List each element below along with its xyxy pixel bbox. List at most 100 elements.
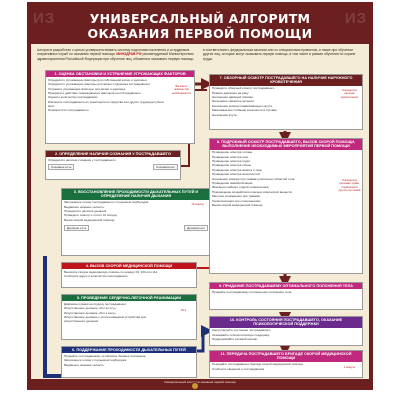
- step-7-line: Наложение давящей повязки.: [212, 95, 254, 100]
- step-8-line: Проведение осмотра конечностей.: [212, 172, 261, 177]
- step-11-note: 1 минута: [343, 366, 356, 369]
- step-5-title: 5. ПРОВЕДЕНИЕ СЕРДЕЧНО-ЛЕГОЧНОЙ РЕАНИМАЦ…: [62, 295, 196, 302]
- header-watermark-right: ИЗ: [344, 10, 367, 27]
- step-8-line: Термоизоляция при отморожениях.: [212, 198, 262, 203]
- step-7-line: Прямое давление на рану.: [212, 90, 250, 95]
- intro-left-tail: рекомендуемый Министерством здравоохране…: [37, 52, 195, 61]
- step-6-line: Выдвиньте нижнюю челюсть.: [64, 362, 105, 367]
- emblem-icon: [191, 382, 199, 390]
- step-8-line: Прекращение воздействия опасных химическ…: [212, 189, 293, 194]
- step-11-line: Сообщите сведения о пострадавшем.: [212, 366, 266, 371]
- step-3-body: Запрокиньте голову пострадавшего с подъе…: [62, 200, 184, 225]
- step-7-line: Максимальное сгибание конечности в суста…: [212, 108, 278, 113]
- step-5: 5. ПРОВЕДЕНИЕ СЕРДЕЧНО-ЛЕГОЧНОЙ РЕАНИМАЦ…: [61, 294, 197, 340]
- step-2: 2. ОПРЕДЕЛЕНИЕ НАЛИЧИЯ СОЗНАНИЯ У ПОСТРА…: [45, 150, 181, 180]
- step-3-options: Дыхание есть Дыхания нет: [62, 224, 210, 231]
- step-1-note: Вызовите помощь при необходимости: [171, 85, 192, 95]
- intro-highlight: МИНЗДРАВ РФ: [116, 52, 142, 57]
- step-7-note: Определите наличие кровотечения: [341, 89, 358, 99]
- step-1-title: 1. ОЦЕНКА ОБСТАНОВКИ И УСТРАНЕНИЕ УГРОЖА…: [46, 71, 194, 78]
- step-6-title: 6. ПОДДЕРЖАНИЕ ПРОХОДИМОСТИ ДЫХАТЕЛЬНЫХ …: [62, 347, 196, 354]
- step-4-line: Вызовите скорую медицинскую помощь по но…: [64, 269, 159, 274]
- step-1-body: Определите угрожающие факторы для собств…: [46, 77, 168, 115]
- step-6-body: Придайте пострадавшему устойчивое боково…: [62, 353, 196, 369]
- step-4-body: Вызовите скорую медицинскую помощь по но…: [62, 269, 196, 281]
- step-2-title: 2. ОПРЕДЕЛЕНИЕ НАЛИЧИЯ СОЗНАНИЯ У ПОСТРА…: [46, 151, 180, 158]
- step-5-line: Искусственное дыхание «Рот к носу».: [64, 310, 117, 315]
- step-5-line: Давление руками на грудину пострадавшего…: [64, 301, 128, 306]
- step-8-title: 8. ПОДРОБНЫЙ ОСМОТР ПОСТРАДАВШЕГО, ВЫЗОВ…: [210, 139, 362, 150]
- step-8-line: Местное охлаждение при травмах.: [212, 194, 261, 199]
- step-11-line: Передайте пострадавшего бригаде скорой м…: [212, 362, 304, 367]
- step-4-line: Сообщите адрес и количество пострадавших…: [64, 274, 129, 279]
- step-3-note: 10 секунд: [191, 203, 204, 206]
- step-11: 11. ПЕРЕДАЧА ПОСТРАДАВШЕГО БРИГАДЕ СКОРО…: [209, 350, 363, 378]
- step-8-note: Определите признаки травм, отравлений и …: [338, 179, 361, 192]
- step-6-line: Придайте пострадавшему устойчивое боково…: [64, 353, 147, 358]
- step-8-line: Вызов скорой медицинской помощи.: [212, 203, 264, 207]
- step-3-title: 3. ВОССТАНОВЛЕНИЕ ПРОХОДИМОСТИ ДЫХАТЕЛЬН…: [62, 189, 210, 200]
- poster-header: ИЗ ИЗ УНИВЕРСАЛЬНЫЙ АЛГОРИТМ ОКАЗАНИЯ ПЕ…: [31, 6, 369, 44]
- step-2-body: Определите наличие сознания у пострадавш…: [48, 157, 116, 162]
- step-1-line: Прекратите действие повреждающих факторо…: [48, 91, 142, 96]
- step-1-line: Устраните угрожающие факторы для жизни и…: [48, 86, 127, 91]
- step-1-line: Переместите пострадавшего.: [48, 108, 90, 113]
- step-7-body: Проведите обзорный осмотр пострадавшего.…: [210, 86, 336, 120]
- header-watermark-left: ИЗ: [33, 10, 56, 27]
- poster-title-line2: ОКАЗАНИЯ ПЕРВОЙ ПОМОЩИ: [87, 26, 313, 41]
- step-6-line: Запрокиньте голову с подъемом подбородка…: [64, 358, 127, 363]
- step-3-line: Выдвиньте нижнюю челюсть.: [64, 204, 105, 209]
- step-10: 10. КОНТРОЛЬ СОСТОЯНИЯ ПОСТРАДАВШЕГО, ОК…: [209, 316, 363, 346]
- step-5-note: 30:2: [180, 309, 187, 312]
- step-5-line: Искусственное дыхание «Рот ко рту».: [64, 306, 117, 311]
- step-2-yes: Сознание есть: [48, 164, 75, 171]
- step-7-line: Наложение кровоостанавливающего жгута.: [212, 103, 273, 108]
- step-10-body: Контролируйте состояние пострадавшего. О…: [210, 328, 362, 344]
- step-8-line: Проведение иммобилизации.: [212, 181, 254, 186]
- step-11-title: 11. ПЕРЕДАЧА ПОСТРАДАВШЕГО БРИГАДЕ СКОРО…: [210, 351, 362, 362]
- step-10-line: Оказывайте психологическую поддержку.: [212, 332, 270, 337]
- step-4: 4. ВЫЗОВ СКОРОЙ МЕДИЦИНСКОЙ ПОМОЩИ Вызов…: [61, 262, 197, 288]
- step-8-line: Фиксация шейного отдела позвоночника.: [212, 185, 270, 190]
- step-3-line: Вызов скорой медицинской помощи.: [64, 217, 116, 222]
- step-5-body: Давление руками на грудину пострадавшего…: [62, 301, 170, 325]
- step-8-line: Проведение осмотра шеи.: [212, 154, 249, 159]
- step-3-line: Определите наличие дыхания.: [64, 209, 108, 214]
- step-4-title: 4. ВЫЗОВ СКОРОЙ МЕДИЦИНСКОЙ ПОМОЩИ: [62, 263, 196, 270]
- step-9-body: Придайте пострадавшему оптимальное полож…: [212, 289, 292, 294]
- step-3-line: Проведите осмотр и отсчет 10 секунд.: [64, 213, 118, 218]
- step-8-line: Наложение повязок при травмах различных …: [212, 176, 296, 181]
- step-9-title: 9. ПРИДАНИЕ ПОСТРАДАВШЕМУ ОПТИМАЛЬНОГО П…: [210, 283, 362, 290]
- intro-left-text: Алгоритм разработан с целью усовершенств…: [37, 48, 190, 57]
- step-7-line: Наложение жгута.: [212, 112, 238, 117]
- step-1-line: Определите угрожающие факторы для собств…: [48, 77, 148, 82]
- intro-right: в соответствии с федеральным законом или…: [203, 48, 356, 61]
- step-8-line: Проведение осмотра спины.: [212, 163, 252, 168]
- step-7-title: 7. ОБЗОРНЫЙ ОСМОТР ПОСТРАДАВШЕГО НА НАЛИ…: [210, 75, 362, 86]
- step-10-line: Поддерживайте речевой контакт.: [212, 337, 259, 342]
- step-8-line: Проведение осмотра головы.: [212, 150, 253, 155]
- step-3: 3. ВОССТАНОВЛЕНИЕ ПРОХОДИМОСТИ ДЫХАТЕЛЬН…: [61, 188, 211, 256]
- step-5-line: Искусственное дыхание с использованием у…: [64, 315, 147, 323]
- step-1-line: Извлеките пострадавшего из транспортного…: [48, 99, 164, 108]
- step-3-yes: Дыхание есть: [64, 224, 90, 231]
- step-2-options: Сознание есть Сознания нет: [46, 164, 180, 171]
- arrow-6-10: [197, 325, 213, 353]
- step-1-line: Определите угрожающие факторы для жизни …: [48, 82, 151, 87]
- step-1-line: Оцените количество пострадавших.: [48, 95, 99, 100]
- arrow-left-trunk: [43, 256, 61, 378]
- step-2-no: Сознания нет: [153, 164, 178, 171]
- poster-title-line1: УНИВЕРСАЛЬНЫЙ АЛГОРИТМ: [89, 11, 311, 26]
- intro-left: Алгоритм разработан с целью усовершенств…: [37, 48, 195, 61]
- step-10-line: Контролируйте состояние пострадавшего.: [212, 328, 272, 333]
- step-8-line: Проведение осмотра груди.: [212, 159, 251, 164]
- step-11-body: Передайте пострадавшего бригаде скорой м…: [210, 362, 336, 374]
- step-7-line: Пальцевое прижатие артерии.: [212, 99, 255, 104]
- step-7: 7. ОБЗОРНЫЙ ОСМОТР ПОСТРАДАВШЕГО НА НАЛИ…: [209, 74, 363, 130]
- step-1: 1. ОЦЕНКА ОБСТАНОВКИ И УСТРАНЕНИЕ УГРОЖА…: [45, 70, 195, 144]
- step-7-line: Проведите обзорный осмотр пострадавшего.: [212, 86, 276, 91]
- step-10-title: 10. КОНТРОЛЬ СОСТОЯНИЯ ПОСТРАДАВШЕГО, ОК…: [210, 317, 362, 328]
- step-3-no: Дыхания нет: [184, 224, 208, 231]
- step-8-body: Проведение осмотра головы. Проведение ос…: [210, 150, 336, 210]
- step-8: 8. ПОДРОБНЫЙ ОСМОТР ПОСТРАДАВШЕГО, ВЫЗОВ…: [209, 138, 363, 274]
